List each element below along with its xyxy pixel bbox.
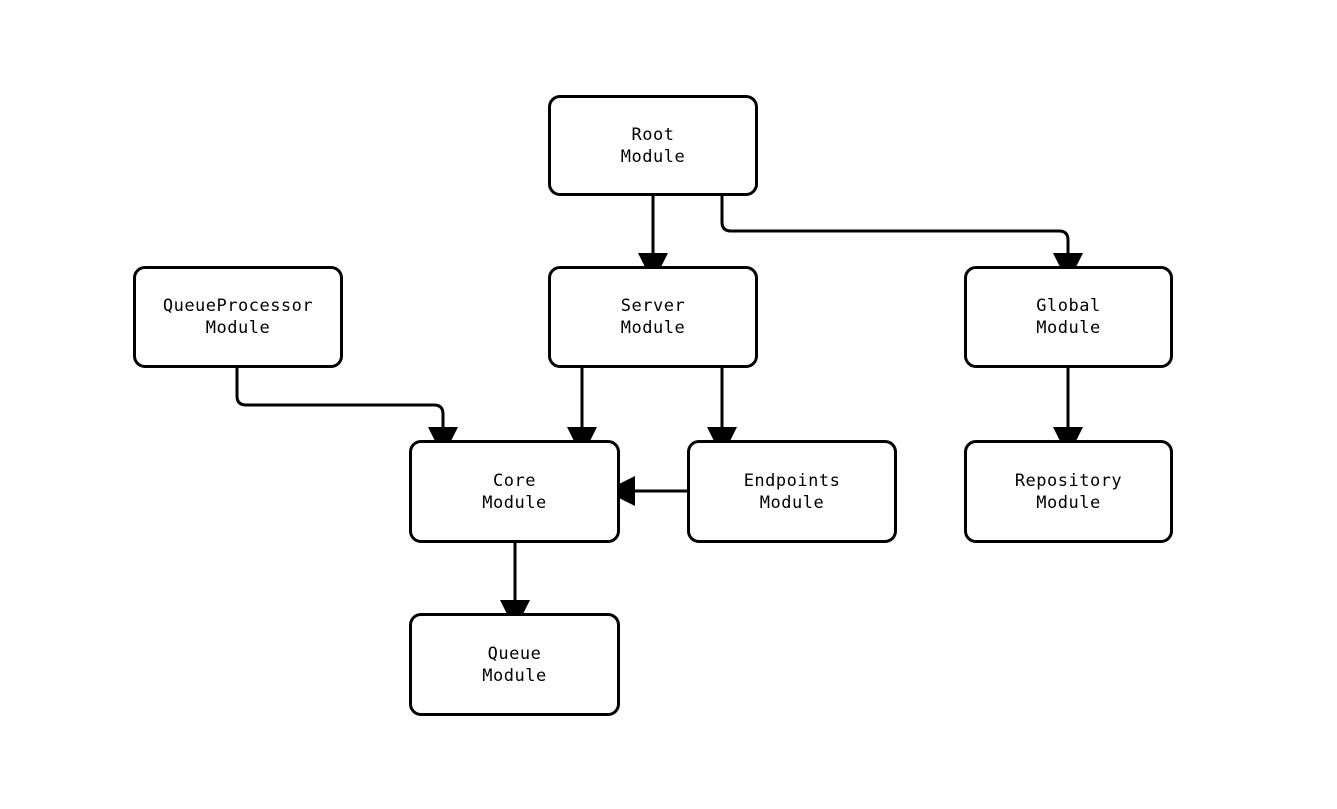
edges-group	[235, 196, 1083, 630]
node-endpoints-label: Endpoints Module	[743, 470, 841, 513]
node-core[interactable]: Core Module	[409, 440, 620, 543]
node-queue-label: Queue Module	[482, 643, 547, 686]
node-root[interactable]: Root Module	[548, 95, 758, 196]
node-core-label: Core Module	[482, 470, 547, 513]
node-queueprocessor[interactable]: QueueProcessor Module	[133, 266, 343, 368]
node-repository[interactable]: Repository Module	[964, 440, 1173, 543]
node-queueprocessor-label: QueueProcessor Module	[162, 296, 314, 338]
node-server[interactable]: Server Module	[548, 266, 758, 368]
node-endpoints[interactable]: Endpoints Module	[687, 440, 897, 543]
node-server-label: Server Module	[620, 296, 686, 338]
edge-queueprocessor-to-core	[235, 368, 458, 457]
node-queue[interactable]: Queue Module	[409, 613, 620, 716]
edge-root-to-global	[720, 196, 1083, 283]
node-global[interactable]: Global Module	[964, 266, 1173, 368]
node-repository-label: Repository Module	[1014, 470, 1123, 513]
node-root-label: Root Module	[620, 124, 686, 167]
node-global-label: Global Module	[1036, 296, 1101, 338]
